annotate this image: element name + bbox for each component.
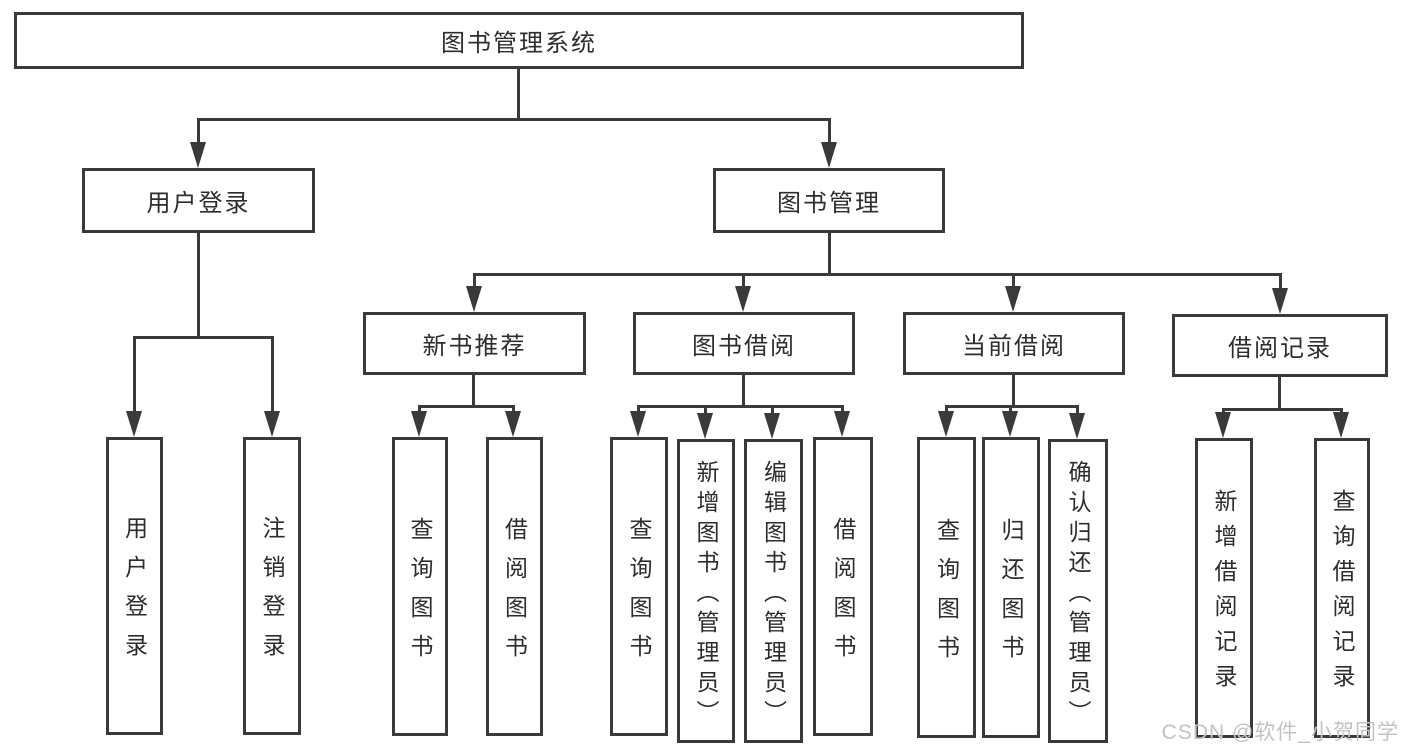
leaf-logout: 注销登录	[243, 437, 301, 735]
leaf-borrow-edit-admin: 编辑图书（管理员）	[744, 439, 803, 743]
arrowhead-icon	[1002, 411, 1018, 437]
leaf-current-query: 查询图书	[917, 437, 976, 738]
leaf-current-return-label: 归还图书	[998, 517, 1024, 674]
leaf-current-confirm-admin: 确认归还（管理员）	[1048, 439, 1108, 743]
arrowhead-icon	[764, 413, 780, 439]
leaf-borrow-query: 查询图书	[610, 437, 668, 736]
leaf-newbooks-borrow-label: 借阅图书	[501, 516, 528, 673]
leaf-newbooks-borrow: 借阅图书	[486, 437, 543, 736]
leaf-records-add-label: 新增借阅记录	[1211, 489, 1237, 699]
node-new-books: 新书推荐	[363, 312, 586, 375]
leaf-current-query-label: 查询图书	[933, 517, 960, 674]
arrowhead-icon	[126, 411, 142, 437]
connector-line	[742, 375, 745, 405]
node-book-borrow: 图书借阅	[633, 312, 855, 375]
arrowhead-icon	[630, 411, 646, 437]
arrowhead-icon	[735, 286, 751, 312]
connector-line	[828, 118, 831, 150]
connector-line	[828, 233, 831, 273]
node-root: 图书管理系统	[14, 12, 1024, 69]
leaf-records-query: 查询借阅记录	[1314, 438, 1370, 738]
node-user-login: 用户登录	[82, 168, 315, 233]
connector-line	[638, 405, 843, 408]
leaf-current-return: 归还图书	[982, 437, 1040, 738]
connector-line	[197, 233, 200, 336]
arrowhead-icon	[264, 411, 280, 437]
arrowhead-icon	[697, 413, 713, 439]
connector-line	[133, 336, 136, 416]
leaf-newbooks-query: 查询图书	[392, 437, 448, 736]
connector-line	[472, 375, 475, 405]
leaf-borrow-add-admin-label: 新增图书（管理员）	[693, 459, 719, 730]
leaf-borrow-edit-admin-label: 编辑图书（管理员）	[760, 459, 787, 730]
leaf-newbooks-query-label: 查询图书	[407, 516, 433, 673]
connector-line	[197, 118, 200, 150]
connector-line	[473, 273, 476, 295]
leaf-current-confirm-admin-label: 确认归还（管理员）	[1065, 459, 1091, 730]
arrowhead-icon	[1005, 286, 1021, 312]
leaf-borrow-add-admin: 新增图书（管理员）	[677, 439, 735, 743]
arrowhead-icon	[190, 142, 206, 168]
node-user-login-label: 用户登录	[146, 190, 251, 217]
node-current-borrow-label: 当前借阅	[962, 333, 1066, 360]
connector-line	[473, 273, 1281, 276]
node-borrow-records-label: 借阅记录	[1228, 335, 1332, 362]
connector-line	[742, 273, 745, 295]
connector-line	[1223, 408, 1342, 411]
connector-line	[197, 118, 831, 121]
node-borrow-records: 借阅记录	[1172, 314, 1388, 377]
connector-line	[517, 69, 520, 118]
leaf-user-login-label: 用户登录	[121, 516, 148, 672]
arrowhead-icon	[411, 411, 427, 437]
connector-line	[1278, 377, 1281, 408]
leaf-borrow-borrow: 借阅图书	[813, 437, 873, 736]
arrowhead-icon	[821, 142, 837, 168]
leaf-user-login: 用户登录	[106, 437, 163, 735]
node-book-management-label: 图书管理	[777, 190, 881, 217]
node-new-books-label: 新书推荐	[422, 333, 527, 360]
arrowhead-icon	[1215, 412, 1231, 438]
arrowhead-icon	[1272, 288, 1288, 314]
connector-line	[271, 336, 274, 416]
watermark: CSDN @软件_小贺同学	[1161, 721, 1399, 744]
arrowhead-icon	[1333, 412, 1349, 438]
node-book-borrow-label: 图书借阅	[692, 333, 796, 360]
arrowhead-icon	[938, 411, 954, 437]
connector-line	[1279, 273, 1282, 297]
leaf-records-add: 新增借阅记录	[1195, 438, 1253, 738]
arrowhead-icon	[505, 411, 521, 437]
connector-line	[1012, 273, 1015, 295]
connector-line	[419, 405, 515, 408]
connector-line	[133, 336, 274, 339]
arrowhead-icon	[834, 411, 850, 437]
connector-line	[1012, 375, 1015, 405]
node-root-label: 图书管理系统	[441, 30, 597, 57]
leaf-borrow-borrow-label: 借阅图书	[830, 516, 856, 673]
arrowhead-icon	[466, 286, 482, 312]
node-book-management: 图书管理	[713, 168, 945, 233]
arrowhead-icon	[1069, 413, 1085, 439]
node-current-borrow: 当前借阅	[903, 312, 1125, 375]
leaf-logout-label: 注销登录	[259, 516, 285, 672]
leaf-records-query-label: 查询借阅记录	[1329, 489, 1355, 699]
leaf-borrow-query-label: 查询图书	[626, 516, 652, 673]
